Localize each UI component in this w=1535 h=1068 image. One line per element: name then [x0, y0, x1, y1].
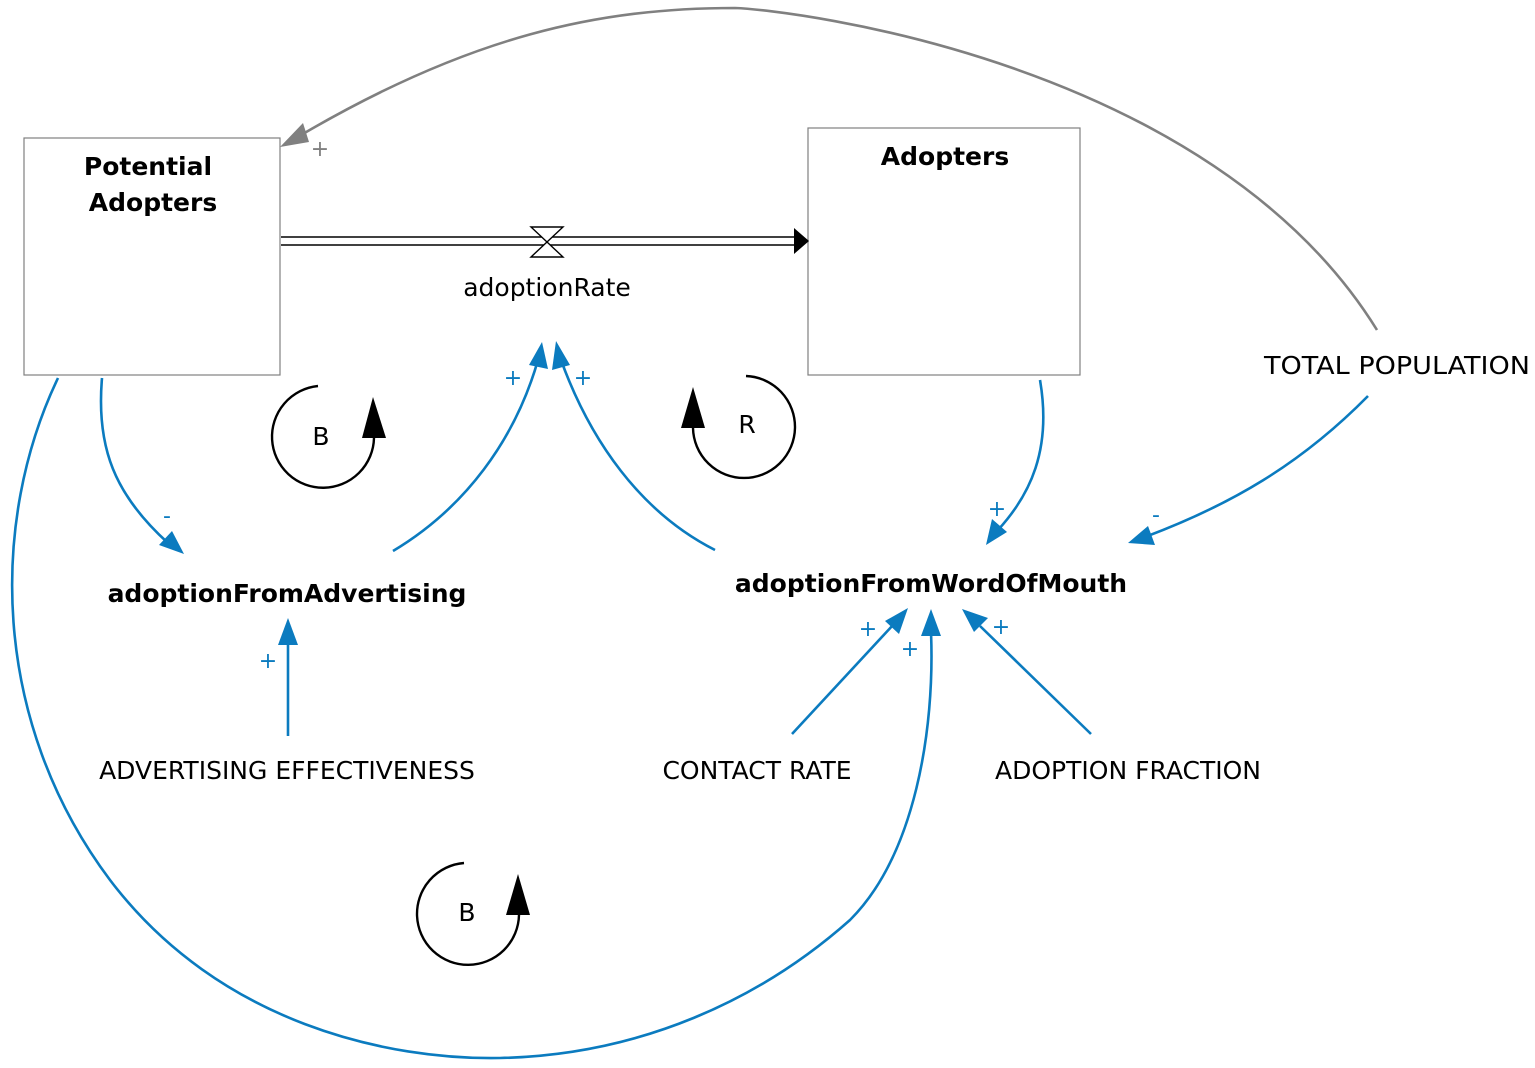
variable-total-population[interactable]: TOTAL POPULATION: [1263, 351, 1530, 380]
polarity-sign: +: [574, 366, 592, 391]
loop-label: R: [738, 410, 755, 439]
stock-adopters[interactable]: Adopters: [807, 127, 1081, 376]
link-arrowhead: [921, 609, 941, 636]
polarity-sign: +: [901, 637, 919, 662]
link-adopters-to-word-of-mouth[interactable]: +: [986, 379, 1045, 545]
flow-adoption-rate[interactable]: adoptionRate: [281, 226, 809, 302]
link-arrowhead: [278, 618, 298, 645]
loop-arrowhead-icon: [681, 387, 705, 428]
loop-reinforcing: R: [681, 374, 797, 480]
loop-balancing-top: B: [270, 384, 386, 489]
polarity-sign: +: [988, 497, 1006, 522]
polarity-sign: +: [504, 366, 522, 391]
stock-potential-adopters-box[interactable]: [23, 137, 281, 376]
loop-arc: [415, 861, 521, 966]
loop-arc: [691, 374, 797, 480]
link-arrowhead: [280, 123, 309, 147]
link-curve: [295, 6, 1379, 331]
link-total-population-to-word-of-mouth[interactable]: -: [1128, 395, 1369, 545]
stock-adopters-box[interactable]: [807, 127, 1081, 376]
loop-label: B: [312, 422, 329, 451]
polarity-sign: +: [259, 649, 277, 674]
polarity-sign: +: [859, 617, 877, 642]
variable-contact-rate[interactable]: CONTACT RATE: [662, 756, 851, 785]
loop-arrowhead-icon: [506, 874, 530, 915]
flow-adoption-rate-label: adoptionRate: [463, 273, 631, 302]
link-curve: [392, 359, 540, 553]
loop-arc: [270, 384, 376, 489]
link-arrowhead: [529, 342, 548, 369]
link-advertising-effectiveness-to-advertising[interactable]: +: [259, 618, 298, 736]
link-arrowhead: [159, 531, 184, 554]
link-arrowhead: [885, 608, 908, 634]
flow-arrowhead: [794, 228, 809, 254]
link-curve: [99, 377, 169, 544]
variable-adoption-from-word-of-mouth[interactable]: adoptionFromWordOfMouth: [735, 569, 1127, 598]
link-curve: [559, 359, 716, 552]
flow-valve-icon[interactable]: [529, 226, 565, 258]
link-arrowhead: [962, 609, 988, 632]
polarity-sign: +: [992, 615, 1010, 640]
loop-arrowhead-icon: [362, 397, 386, 438]
stock-potential-adopters-label-line2: Adopters: [89, 188, 217, 217]
link-contact-rate-to-word-of-mouth[interactable]: +: [791, 608, 908, 735]
link-word-of-mouth-to-adoption-rate[interactable]: +: [552, 341, 716, 552]
link-line: [791, 624, 894, 735]
stock-potential-adopters[interactable]: Potential Adopters: [23, 137, 281, 376]
stock-adopters-label: Adopters: [881, 142, 1009, 171]
loop-balancing-bottom: B: [415, 861, 530, 966]
link-adoption-fraction-to-word-of-mouth[interactable]: +: [962, 609, 1092, 735]
variable-adoption-from-advertising[interactable]: adoptionFromAdvertising: [108, 579, 467, 608]
stock-potential-adopters-label-line1: Potential: [84, 152, 212, 181]
link-potential-adopters-to-word-of-mouth[interactable]: +: [10, 377, 941, 1060]
link-potential-adopters-to-advertising[interactable]: -: [99, 377, 184, 554]
link-curve: [10, 377, 933, 1060]
link-curve: [1144, 395, 1369, 539]
variable-adoption-fraction[interactable]: ADOPTION FRACTION: [995, 756, 1261, 785]
link-arrowhead: [552, 341, 570, 370]
polarity-sign: +: [311, 137, 329, 162]
link-line: [979, 625, 1092, 735]
link-total-population-to-potential-adopters[interactable]: +: [280, 6, 1379, 331]
link-arrowhead: [1128, 526, 1155, 545]
link-advertising-to-adoption-rate[interactable]: +: [392, 342, 548, 553]
polarity-sign: -: [1152, 503, 1160, 528]
link-arrowhead: [986, 519, 1007, 545]
link-curve: [997, 379, 1045, 531]
polarity-sign: -: [163, 504, 171, 529]
variable-advertising-effectiveness[interactable]: ADVERTISING EFFECTIVENESS: [99, 756, 475, 785]
loop-label: B: [458, 898, 475, 927]
